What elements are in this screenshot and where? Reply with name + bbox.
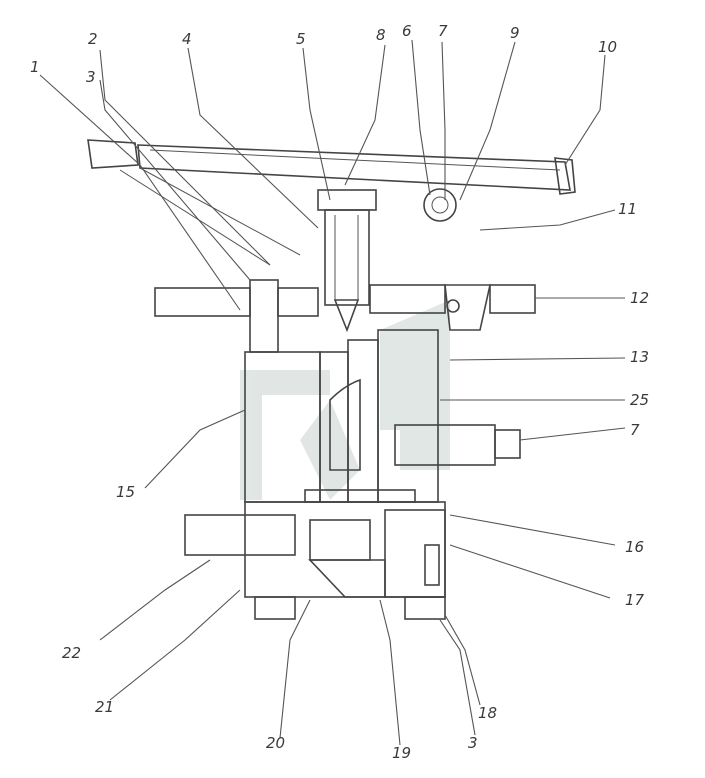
- callout-7-top: 7: [438, 22, 448, 40]
- callout-13: 13: [630, 348, 649, 366]
- callout-7-side: 7: [630, 421, 640, 439]
- callout-25: 25: [630, 391, 649, 409]
- leader-lines: [39, 39, 626, 746]
- callout-11: 11: [618, 200, 637, 218]
- plunger: [317, 189, 377, 333]
- callout-3-bottom: 3: [468, 734, 478, 752]
- callout-17: 17: [625, 591, 645, 609]
- callout-12: 12: [630, 289, 649, 307]
- mounting-plate: [154, 279, 536, 353]
- callout-20: 20: [266, 734, 285, 752]
- callout-19: 19: [392, 744, 411, 762]
- callout-9: 9: [510, 24, 520, 42]
- callout-6: 6: [402, 22, 412, 40]
- callout-21: 21: [95, 698, 114, 716]
- lower-body: [184, 501, 446, 620]
- callout-15: 15: [116, 483, 135, 501]
- lever-arm: [87, 139, 576, 266]
- callout-3: 3: [86, 68, 96, 86]
- callout-8: 8: [376, 26, 386, 44]
- callout-4: 4: [182, 30, 192, 48]
- callout-1: 1: [30, 58, 40, 76]
- callout-22: 22: [62, 644, 81, 662]
- callout-2: 2: [88, 30, 98, 48]
- callout-16: 16: [625, 538, 644, 556]
- callout-10: 10: [598, 38, 617, 56]
- callout-18: 18: [478, 704, 497, 722]
- callout-5: 5: [296, 30, 306, 48]
- callout-labels: 2 3 1 4 5 8 6 7 9 10 11 12 13 25 7 15 16…: [30, 22, 649, 762]
